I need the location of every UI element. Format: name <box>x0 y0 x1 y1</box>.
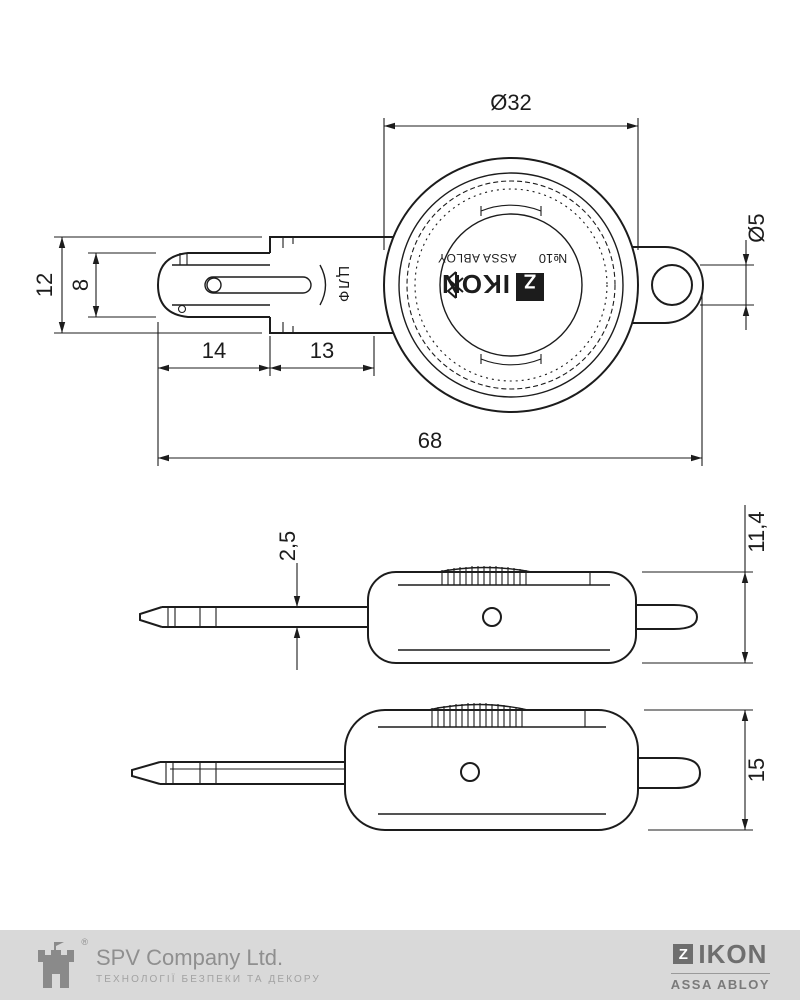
ring-hole <box>651 264 693 306</box>
dim-ring-hole-diameter: Ø5 <box>744 213 769 242</box>
company-tagline: ТЕХНОЛОГІЇ БЕЗПЕКИ ТА ДЕКОРУ <box>96 973 321 985</box>
knurl-lines-a <box>441 566 527 585</box>
key-head-plan: ASSA ABLOY №10 Z IKON <box>383 157 639 413</box>
engraved-maker: ASSA ABLOY <box>437 251 516 265</box>
dim-blade-thickness: 2,5 <box>275 531 300 562</box>
side-view-thin: 2,5 11,4 <box>139 505 769 670</box>
dim-blade-width: 8 <box>68 279 93 291</box>
knurl-bump-b <box>427 703 529 711</box>
key-blade-plan <box>156 252 312 318</box>
dim-tip-length: 14 <box>202 338 226 363</box>
side-b-dimensions: 15 <box>644 709 769 831</box>
bluetooth-icon <box>446 271 464 299</box>
dim-bow-width: 12 <box>32 273 57 297</box>
dim-head-thickness-a: 11,4 <box>744 511 769 552</box>
ikon-brand-name: IKON <box>698 938 768 969</box>
company-name: SPV Company Ltd. <box>96 945 284 971</box>
key-blade-side-b <box>131 761 345 785</box>
dim-total-length: 68 <box>418 428 442 453</box>
technical-drawing: ЦЛФ ASSA ABLOY №10 Z IKON <box>32 90 769 831</box>
footer-bar: ® SPV Company Ltd. ТЕХНОЛОГІЇ БЕЗПЕКИ ТА… <box>0 930 800 1000</box>
ring-ear-side-a <box>636 604 699 630</box>
key-ring-ear <box>632 246 704 324</box>
castle-icon <box>38 942 74 988</box>
knurl-lines-b <box>431 703 523 727</box>
brand-logo-box <box>516 273 544 301</box>
head-engraving: ASSA ABLOY №10 Z IKON <box>437 251 567 301</box>
top-view: ЦЛФ ASSA ABLOY №10 Z IKON <box>32 90 769 466</box>
spv-castle-logo: ® <box>30 937 88 991</box>
side-a-dimensions: 2,5 11,4 <box>275 505 769 670</box>
footer-brand-block: Z IKON ASSA ABLOY <box>670 939 770 992</box>
key-neck-plan: ЦЛФ <box>269 236 393 334</box>
pivot-hole-b <box>460 762 480 782</box>
dim-head-thickness-b: 15 <box>744 758 769 782</box>
knurl-bump-a <box>437 566 533 573</box>
top-view-dimensions: Ø32 Ø5 12 8 14 13 68 <box>32 90 769 466</box>
key-head-side-b <box>344 703 639 831</box>
ikon-z-icon: Z <box>673 944 694 964</box>
footer-texts: SPV Company Ltd. ТЕХНОЛОГІЇ БЕЗПЕКИ ТА Д… <box>96 945 321 984</box>
dim-head-diameter: Ø32 <box>490 90 532 115</box>
neck-stamp: ЦЛФ <box>335 266 352 304</box>
ikon-logo: Z IKON <box>673 939 767 970</box>
pivot-hole-a <box>482 607 502 627</box>
assa-abloy-name: ASSA ABLOY <box>670 976 770 992</box>
dim-mid-length: 13 <box>310 338 334 363</box>
engraved-model: №10 <box>539 251 567 266</box>
side-view-thick: 15 <box>131 703 769 831</box>
key-blade-side-a <box>139 606 368 628</box>
ring-ear-side-b <box>638 757 702 789</box>
footer-company-block: ® SPV Company Ltd. ТЕХНОЛОГІЇ БЕЗПЕКИ ТА… <box>30 937 321 991</box>
registered-mark: ® <box>81 937 88 947</box>
brand-divider <box>670 972 770 974</box>
brand-logo-letter: Z <box>524 270 536 292</box>
key-head-side-a <box>367 566 637 664</box>
